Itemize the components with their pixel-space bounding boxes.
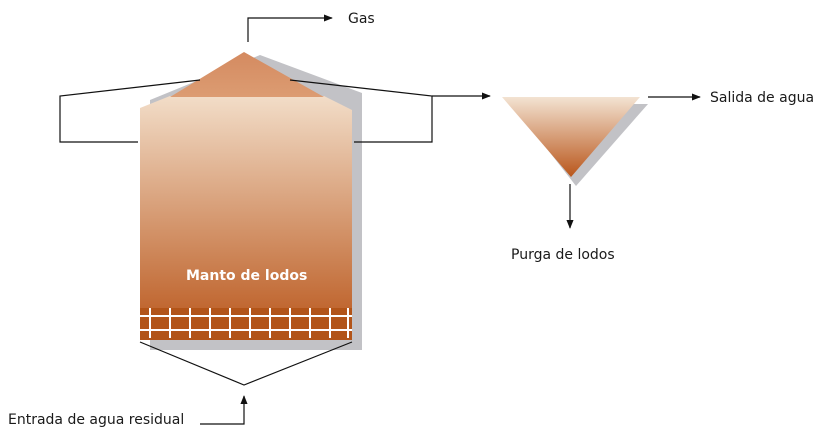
- gas-label: Gas: [348, 11, 375, 27]
- inlet-distribution-grid: [140, 308, 352, 338]
- inlet-arrow: [200, 395, 248, 425]
- sludge-purge-label: Purga de lodos: [511, 247, 615, 263]
- wastewater-inlet-label: Entrada de agua residual: [8, 412, 184, 428]
- gas-hood: [170, 52, 324, 97]
- gas-arrow: [247, 14, 333, 42]
- right-frame-line: [289, 79, 433, 143]
- left-frame-line: [59, 79, 201, 143]
- reactor-body: [140, 96, 352, 340]
- water-outlet-label: Salida de agua: [710, 90, 814, 106]
- settler-cone: [502, 97, 640, 177]
- inlet-distribution-band: [140, 308, 352, 340]
- inlet-v-lines: [139, 341, 353, 386]
- sludge-blanket-label: Manto de lodos: [186, 268, 307, 284]
